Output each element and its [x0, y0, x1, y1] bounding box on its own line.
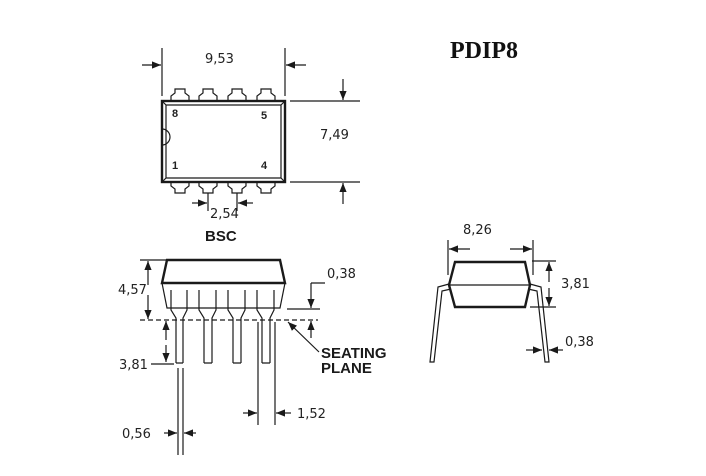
- package-body-side-upper: [160, 258, 287, 285]
- body-height-dimension: 4,57: [118, 259, 166, 319]
- pin1-notch: [161, 128, 171, 146]
- lead-length-dimension: 3,81: [119, 321, 174, 373]
- row-spacing-dim-label: 8,26: [463, 223, 492, 238]
- lead-width-dimension: 0,56: [122, 427, 196, 442]
- lead-width-dim-label: 0,56: [122, 427, 151, 442]
- side-leads: [170, 290, 275, 364]
- seating-plane-callout: SEATING PLANE: [287, 321, 387, 377]
- pitch-dimension: 2,54 BSC: [192, 193, 253, 245]
- package-title: PDIP8: [450, 38, 518, 64]
- end-lead-left: [429, 283, 452, 363]
- end-lead-right: [527, 283, 550, 363]
- pin-label-1: 1: [172, 160, 178, 172]
- shoulder-width-dim-label: 1,52: [297, 407, 326, 422]
- package-body-top: [160, 99, 287, 184]
- seating-plane-label-line1: SEATING: [321, 345, 387, 362]
- standoff-dimension: 0,38: [287, 267, 356, 338]
- pitch-dim-label: 2,54: [210, 207, 239, 222]
- pin-label-5: 5: [261, 110, 267, 122]
- width-dimension: 9,53: [142, 48, 306, 96]
- standoff-dim-label: 0,38: [327, 267, 356, 282]
- height-dim-label: 7,49: [320, 128, 349, 143]
- side-view: 4,57 3,81 0,38 SEATING PLANE 1,52: [118, 258, 387, 455]
- pin-label-4: 4: [261, 160, 268, 172]
- shoulder-width-dimension: 1,52: [243, 407, 326, 422]
- body-thickness-dimension: 3,81: [530, 260, 590, 308]
- row-spacing-dimension: 8,26: [447, 223, 534, 275]
- lead-thickness-dimension: 0,38: [526, 335, 594, 354]
- body-height-dim-label: 4,57: [118, 283, 147, 298]
- lead-length-dim-label: 3,81: [119, 358, 148, 373]
- end-view: 8,26 3,81 0,38: [429, 223, 594, 363]
- width-dim-label: 9,53: [205, 52, 234, 67]
- seating-plane-label-line2: PLANE: [321, 360, 372, 377]
- pin-label-8: 8: [172, 108, 178, 120]
- lead-thickness-dim-label: 0,38: [565, 335, 594, 350]
- lead-width-extensions: [177, 322, 276, 455]
- body-thickness-dim-label: 3,81: [561, 277, 590, 292]
- bsc-note: BSC: [205, 228, 237, 245]
- height-dimension: 7,49: [290, 79, 360, 204]
- top-view: 8 5 1 4 9,53 7,49 2,54 BSC: [142, 48, 360, 245]
